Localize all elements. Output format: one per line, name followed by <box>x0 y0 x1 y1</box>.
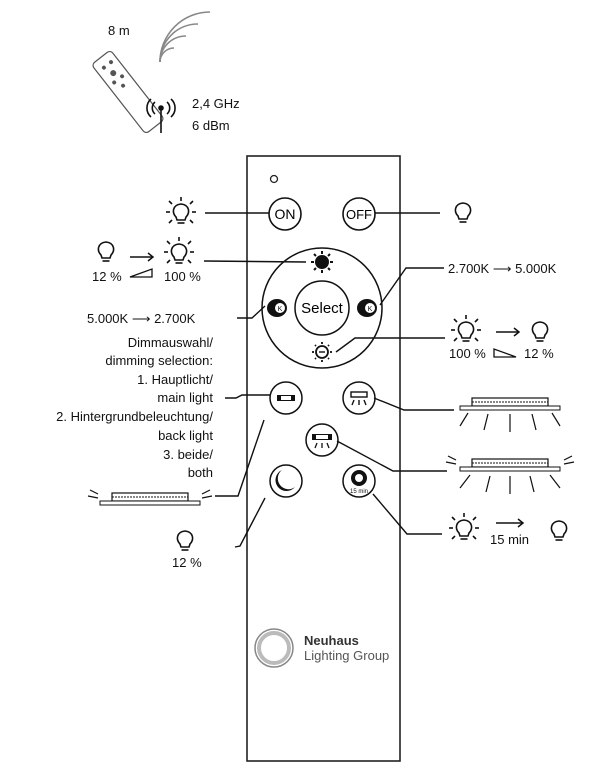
main-light-lamp-icon <box>459 397 561 432</box>
range-label: 8 m <box>108 23 130 38</box>
svg-text:K: K <box>368 306 373 313</box>
brightness-up-to-label: 100 % <box>164 269 201 284</box>
brand-logo-icon <box>254 628 294 668</box>
timer-off-bulb-icon <box>550 520 568 541</box>
frequency-label: 2,4 GHz <box>192 96 240 111</box>
small-remote-icon <box>92 50 164 134</box>
brightness-down-to-label: 12 % <box>524 346 554 361</box>
remote-body <box>246 155 401 762</box>
dimming-line-7: 3. beide/ <box>163 447 213 462</box>
dim-bulb-icon <box>97 241 115 262</box>
off-button[interactable]: OFF <box>342 197 376 231</box>
dim-bulb-icon <box>531 321 549 342</box>
svg-text:ON: ON <box>275 206 296 222</box>
light-off-icon <box>454 202 472 223</box>
arrow-icon <box>130 252 155 262</box>
arrow-icon <box>496 518 525 528</box>
night-light-label: 12 % <box>172 555 202 570</box>
brand-subtitle: Lighting Group <box>304 648 389 663</box>
dimming-line-5: 2. Hintergrundbeleuchtung/ <box>56 409 213 424</box>
dimming-line-1: Dimmauswahl/ <box>127 335 213 350</box>
svg-text:Select: Select <box>301 300 344 317</box>
backlight-button[interactable] <box>342 381 376 415</box>
bright-bulb-icon <box>451 315 481 341</box>
dimming-line-8: both <box>187 465 213 480</box>
night-light-button[interactable] <box>269 464 303 498</box>
antenna-icon <box>146 98 176 133</box>
both-lights-button[interactable] <box>305 423 339 457</box>
dimming-line-2: dimming selection: <box>105 353 213 368</box>
power-label: 6 dBm <box>192 118 230 133</box>
bright-bulb-icon <box>164 237 194 263</box>
brightness-up-button[interactable] <box>311 251 333 273</box>
sleep-timer-label: 15 min <box>490 532 530 547</box>
color-temp-warm-to-cold-button[interactable]: K <box>357 299 377 317</box>
ramp-down-icon <box>493 348 517 358</box>
svg-text:K: K <box>278 306 283 313</box>
color-warm-to-cold-label: 2.700K ⟶ 5.000K <box>448 261 557 276</box>
color-cold-to-warm-label: 5.000K ⟶ 2.700K <box>87 311 196 326</box>
status-led <box>269 174 279 184</box>
signal-waves-icon <box>159 11 211 63</box>
sleep-timer-button[interactable]: 15 min <box>342 464 376 498</box>
timer-bulb-icon <box>449 513 479 539</box>
ramp-up-icon <box>129 268 153 278</box>
select-button[interactable]: Select <box>294 280 350 336</box>
both-lights-lamp-icon <box>445 455 575 494</box>
color-temp-cold-to-warm-button[interactable]: K <box>267 299 287 317</box>
brightness-down-button[interactable] <box>312 342 332 362</box>
dimming-line-3: 1. Hauptlicht/ <box>137 372 213 387</box>
on-button[interactable]: ON <box>268 197 302 231</box>
dimming-line-6: back light <box>158 428 213 443</box>
back-light-lamp-icon <box>87 489 213 506</box>
svg-text:OFF: OFF <box>346 207 372 222</box>
arrow-icon <box>496 327 521 337</box>
night-light-bulb-icon <box>176 530 194 551</box>
leader-lines <box>203 212 454 548</box>
dimming-line-4: main light <box>157 390 213 405</box>
brightness-up-from-label: 12 % <box>92 269 122 284</box>
brightness-down-from-label: 100 % <box>449 346 486 361</box>
dimming-selection-button[interactable] <box>269 381 303 415</box>
light-on-icon <box>166 197 196 223</box>
brand-name: Neuhaus <box>304 633 359 648</box>
svg-text:15 min: 15 min <box>350 489 368 495</box>
